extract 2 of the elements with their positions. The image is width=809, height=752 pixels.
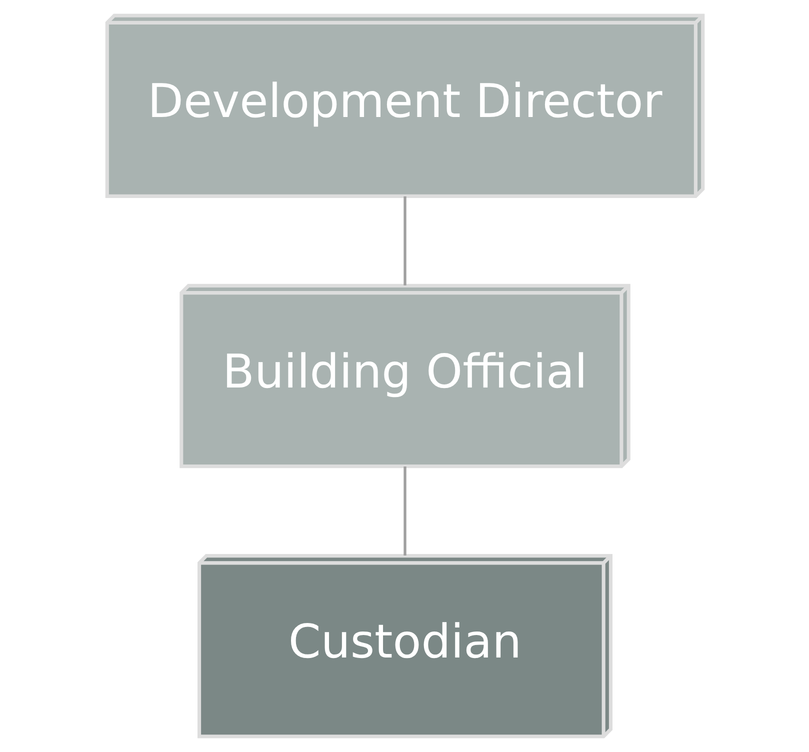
connector xyxy=(403,466,406,556)
connector xyxy=(403,196,406,286)
